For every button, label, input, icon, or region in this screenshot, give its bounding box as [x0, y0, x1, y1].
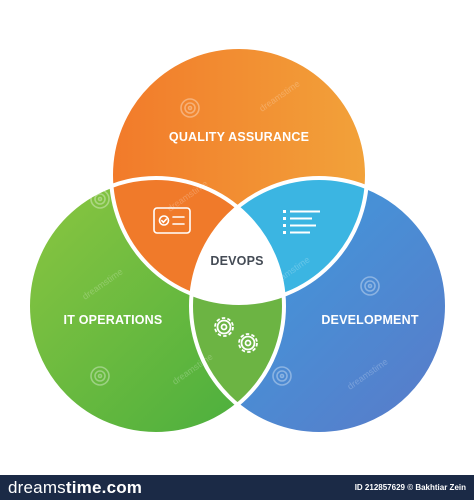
footer-bar: dreamstime.com ID 212857629 © Bakhtiar Z… [0, 475, 474, 500]
image-id: ID 212857629 [354, 483, 405, 492]
dreamstime-brand[interactable]: dreamstime.com [8, 478, 142, 498]
spiral-logo-icon [180, 98, 200, 118]
spiral-logo-icon [272, 366, 292, 386]
spiral-logo-icon [360, 276, 380, 296]
checklist-card-icon [153, 207, 191, 234]
devops-label: DEVOPS [210, 254, 263, 268]
list-icon [283, 210, 320, 234]
spiral-logo-icon [90, 189, 110, 209]
devops-venn-diagram: dreamstime dreamstime dreamstime dreamst… [26, 45, 449, 436]
spiral-logo-icon [90, 366, 110, 386]
quality-assurance-label: QUALITY ASSURANCE [169, 130, 309, 144]
author-credit: © Bakhtiar Zein [407, 483, 466, 492]
brand-suffix: time.com [65, 477, 143, 497]
image-credit: ID 212857629 © Bakhtiar Zein [355, 483, 466, 492]
brand-prefix: dreams [8, 477, 66, 497]
development-label: DEVELOPMENT [321, 313, 419, 327]
it-operations-label: IT OPERATIONS [64, 313, 163, 327]
gears-icon [214, 317, 258, 353]
devops-center-region [191, 178, 284, 303]
